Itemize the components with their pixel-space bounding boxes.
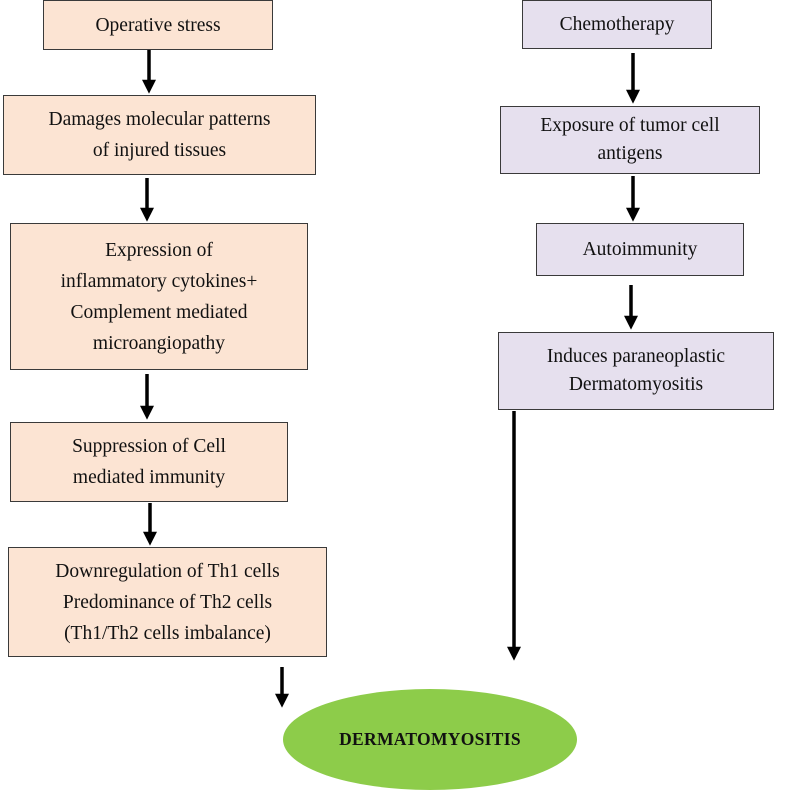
paraneoplastic-label: Induces paraneoplastic Dermatomyositis <box>546 346 726 395</box>
cell-mediated-immunity-box: Suppression of Cell mediated immunity <box>10 422 288 502</box>
damages-molecular-patterns-box: Damages molecular patterns of injured ti… <box>3 95 316 175</box>
chemotherapy-box: Chemotherapy <box>522 0 712 49</box>
th1-th2-imbalance-label: Downregulation of Th1 cells Predominance… <box>55 560 280 644</box>
chemotherapy-label: Chemotherapy <box>559 14 675 35</box>
damages-molecular-patterns-label: Damages molecular patterns of injured ti… <box>48 109 271 161</box>
operative-stress-label: Operative stress <box>95 14 221 36</box>
tumor-antigens-box: Exposure of tumor cell antigens <box>500 106 760 174</box>
paraneoplastic-box: Induces paraneoplastic Dermatomyositis <box>498 332 774 410</box>
dermatomyositis-ellipse: DERMATOMYOSITIS <box>283 689 577 790</box>
autoimmunity-label: Autoimmunity <box>582 239 698 260</box>
inflammatory-cytokines-box: Expression of inflammatory cytokines+ Co… <box>10 223 308 370</box>
th1-th2-imbalance-box: Downregulation of Th1 cells Predominance… <box>8 547 327 657</box>
operative-stress-box: Operative stress <box>43 0 273 50</box>
autoimmunity-box: Autoimmunity <box>536 223 744 276</box>
dermatomyositis-label: DERMATOMYOSITIS <box>339 729 521 749</box>
cell-mediated-immunity-label: Suppression of Cell mediated immunity <box>72 436 226 488</box>
tumor-antigens-label: Exposure of tumor cell antigens <box>540 115 720 164</box>
inflammatory-cytokines-label: Expression of inflammatory cytokines+ Co… <box>60 239 258 354</box>
